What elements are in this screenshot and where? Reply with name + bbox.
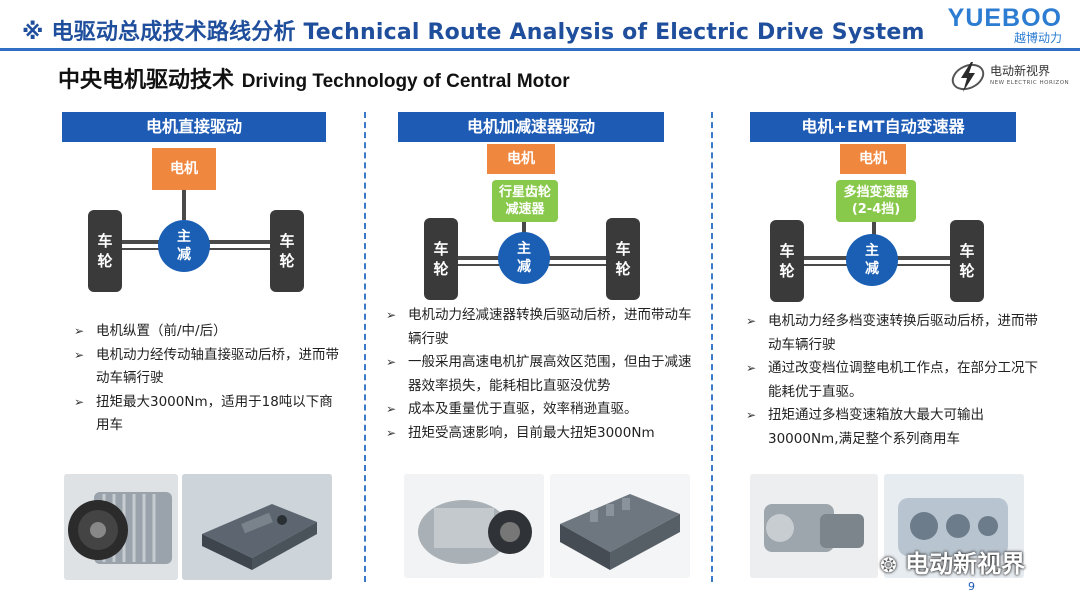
arrow-bullet-icon: ➢ [74, 324, 85, 338]
company-logo: YUEBOO 越博动力 [948, 4, 1062, 44]
reducer-assembly-photo [550, 474, 690, 578]
motor-box: 电机 [840, 144, 906, 174]
column-divider [711, 112, 713, 582]
section-title-en: Driving Technology of Central Motor [241, 71, 570, 92]
emt-drive-diagram: 电机 多挡变速器(2-4挡) 车轮 车轮 主减 [770, 144, 990, 304]
lightning-logo-icon [951, 62, 985, 92]
arrow-bullet-icon: ➢ [74, 347, 85, 362]
wechat-icon: ❂ [880, 553, 897, 577]
list-item: ➢电机动力经传动轴直接驱动后桥，进而带动车辆行驶 [70, 344, 340, 391]
arrow-bullet-icon: ➢ [386, 402, 397, 416]
list-item: ➢电机动力经减速器转换后驱动后桥，进而带动车辆行驶 [382, 304, 692, 351]
reducer-drive-bullets: ➢电机动力经减速器转换后驱动后桥，进而带动车辆行驶 ➢一般采用高速电机扩展高效区… [382, 304, 692, 445]
list-item: ➢扭矩最大3000Nm，适用于18吨以下商用车 [70, 391, 340, 438]
arrow-bullet-icon: ➢ [386, 308, 397, 322]
section-title-cn: 中央电机驱动技术 [58, 68, 235, 93]
final-drive-hub: 主减 [846, 234, 898, 286]
watermark-logo-cn: 电动新视界 [990, 64, 1051, 78]
wheel-left: 车轮 [88, 210, 122, 292]
gearbox-cutaway-icon [884, 474, 1024, 578]
drive-shaft [182, 190, 186, 220]
list-item: ➢扭矩通过多档变速箱放大最大可输出30000Nm,满足整个系列商用车 [742, 404, 1042, 451]
logo-brand: YUEBOO [947, 4, 1062, 32]
final-drive-hub: 主减 [158, 220, 210, 272]
drive-assembly-icon [550, 474, 690, 578]
reducer-photo [404, 474, 544, 578]
header-divider [0, 48, 1080, 51]
wheel-right: 车轮 [950, 220, 984, 302]
arrow-bullet-icon: ➢ [746, 314, 757, 328]
list-item: ➢扭矩受高速影响，目前最大扭矩3000Nm [382, 422, 692, 446]
arrow-bullet-icon: ➢ [386, 355, 397, 369]
reducer-gearbox-icon [404, 474, 544, 578]
list-item: ➢电机动力经多档变速转换后驱动后桥，进而带动车辆行驶 [742, 310, 1042, 357]
reducer-drive-diagram: 电机 行星齿轮减速器 车轮 车轮 主减 [424, 144, 644, 304]
watermark-logo-en: NEW ELECTRIC HORIZON [990, 80, 1070, 86]
page-number: 9 [968, 580, 975, 593]
emt-cutaway-photo [884, 474, 1024, 578]
list-item: ➢电机纵置（前/中/后） [70, 320, 340, 344]
wheel-left: 车轮 [424, 218, 458, 300]
logo-subtitle: 越博动力 [1013, 31, 1062, 45]
direct-drive-diagram: 电机 车轮 车轮 主减 [88, 148, 308, 298]
column-heading-reducer-drive: 电机加减速器驱动 [398, 112, 664, 142]
direct-drive-bullets: ➢电机纵置（前/中/后） ➢电机动力经传动轴直接驱动后桥，进而带动车辆行驶 ➢扭… [70, 320, 340, 438]
wheel-right: 车轮 [606, 218, 640, 300]
arrow-bullet-icon: ➢ [746, 408, 757, 422]
column-heading-emt-drive: 电机+EMT自动变速器 [750, 112, 1016, 142]
watermark-logo: 电动新视界 NEW ELECTRIC HORIZON [950, 58, 1070, 96]
emt-drive-bullets: ➢电机动力经多档变速转换后驱动后桥，进而带动车辆行驶 ➢通过改变档位调整电机工作… [742, 310, 1042, 451]
arrow-bullet-icon: ➢ [386, 425, 397, 440]
wechat-watermark: ❂ 电动新视界 [880, 550, 1026, 578]
section-title: 中央电机驱动技术 Driving Technology of Central M… [58, 62, 570, 94]
multispeed-gearbox-box: 多挡变速器(2-4挡) [836, 180, 916, 222]
list-item: ➢通过改变档位调整电机工作点，在部分工况下能耗优于直驱。 [742, 357, 1042, 404]
controller-photo [182, 474, 332, 580]
motor-box: 电机 [152, 148, 216, 190]
drive-shaft [522, 222, 526, 238]
final-drive-hub: 主减 [498, 232, 550, 284]
arrow-bullet-icon: ➢ [74, 394, 85, 409]
wheel-left: 车轮 [770, 220, 804, 302]
emt-transmission-icon [750, 474, 878, 578]
motor-photo [64, 474, 178, 580]
wheel-right: 车轮 [270, 210, 304, 292]
arrow-bullet-icon: ➢ [746, 361, 757, 375]
list-item: ➢成本及重量优于直驱，效率稍逊直驱。 [382, 398, 692, 422]
list-item: ➢一般采用高速电机扩展高效区范围，但由于减速器效率损失，能耗相比直驱没优势 [382, 351, 692, 398]
drive-shaft [872, 222, 876, 238]
slide-title: ※ 电驱动总成技术路线分析 Technical Route Analysis o… [22, 20, 925, 45]
emt-photo [750, 474, 878, 578]
planetary-reducer-box: 行星齿轮减速器 [492, 180, 558, 222]
motor-controller-icon [182, 474, 332, 580]
electric-motor-icon [64, 474, 178, 580]
motor-box: 电机 [487, 144, 555, 174]
column-divider [364, 112, 366, 582]
column-heading-direct-drive: 电机直接驱动 [62, 112, 326, 142]
